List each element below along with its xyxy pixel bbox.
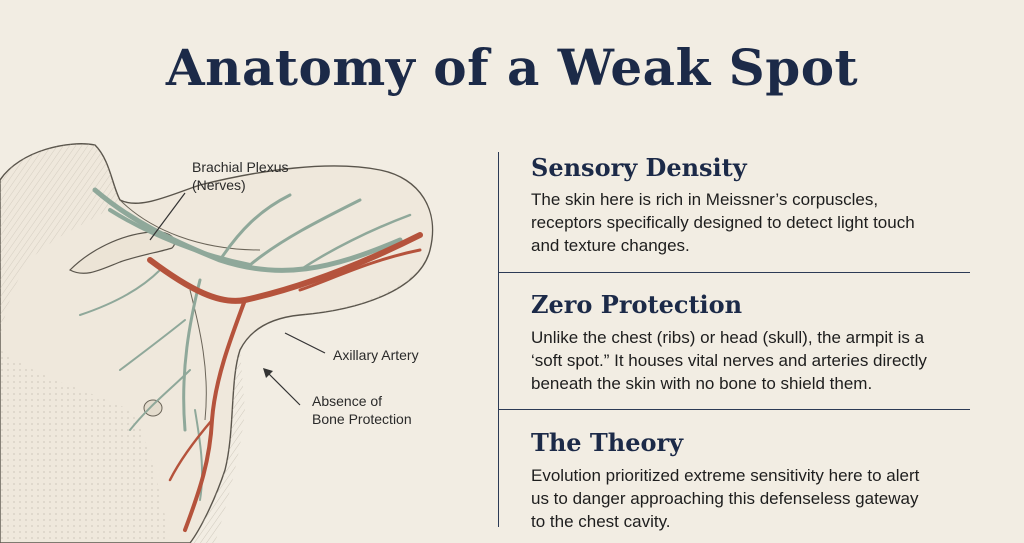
brachial-plexus-nerves: [79, 187, 412, 501]
absence-arrowhead: [263, 368, 273, 378]
absence-label-line2: Bone Protection: [312, 411, 412, 427]
arm-shading: [300, 250, 430, 315]
brachial-plexus-label: Brachial Plexus (Nerves): [192, 158, 289, 194]
axillary-pointer: [284, 332, 326, 354]
sensory-line-3: and texture changes.: [531, 236, 690, 255]
section-divider-2: [498, 409, 970, 410]
sensory-density-body: The skin here is rich in Meissner’s corp…: [531, 188, 981, 257]
sensory-line-1: The skin here is rich in Meissner’s corp…: [531, 190, 879, 209]
torso-shading: [0, 143, 120, 340]
protection-line-2: ‘soft spot.” It houses vital nerves and …: [531, 351, 927, 370]
chest-shading: [0, 350, 170, 543]
axillary-artery-label: Axillary Artery: [333, 346, 419, 364]
nipple: [143, 399, 163, 417]
brachial-label-line1: Brachial Plexus: [192, 159, 289, 175]
page-title: Anatomy of a Weak Spot: [165, 38, 859, 97]
vertical-divider: [498, 152, 499, 527]
axilla-illustration: [0, 143, 434, 543]
theory-line-2: us to danger approaching this defenseles…: [531, 489, 919, 508]
absence-label: Absence of Bone Protection: [312, 392, 412, 428]
axillary-label-text: Axillary Artery: [333, 347, 419, 363]
zero-protection-body: Unlike the chest (ribs) or head (skull),…: [531, 326, 981, 395]
section-divider-1: [498, 272, 970, 273]
hand: [69, 231, 176, 274]
brachial-pointer: [149, 192, 186, 241]
theory-line-1: Evolution prioritized extreme sensitivit…: [531, 466, 920, 485]
brachial-label-line2: (Nerves): [192, 177, 246, 193]
absence-label-line1: Absence of: [312, 393, 383, 409]
protection-line-3: beneath the skin with no bone to shield …: [531, 374, 873, 393]
lat-shading: [190, 350, 245, 543]
sensory-line-2: receptors specifically designed to detec…: [531, 213, 915, 232]
theory-line-3: to the chest cavity.: [531, 512, 671, 531]
zero-protection-heading: Zero Protection: [531, 290, 743, 319]
the-theory-heading: The Theory: [531, 428, 684, 457]
axillary-artery: [147, 232, 423, 532]
protection-line-1: Unlike the chest (ribs) or head (skull),…: [531, 328, 925, 347]
sensory-density-heading: Sensory Density: [531, 153, 747, 182]
absence-pointer: [266, 371, 301, 406]
the-theory-body: Evolution prioritized extreme sensitivit…: [531, 464, 981, 533]
